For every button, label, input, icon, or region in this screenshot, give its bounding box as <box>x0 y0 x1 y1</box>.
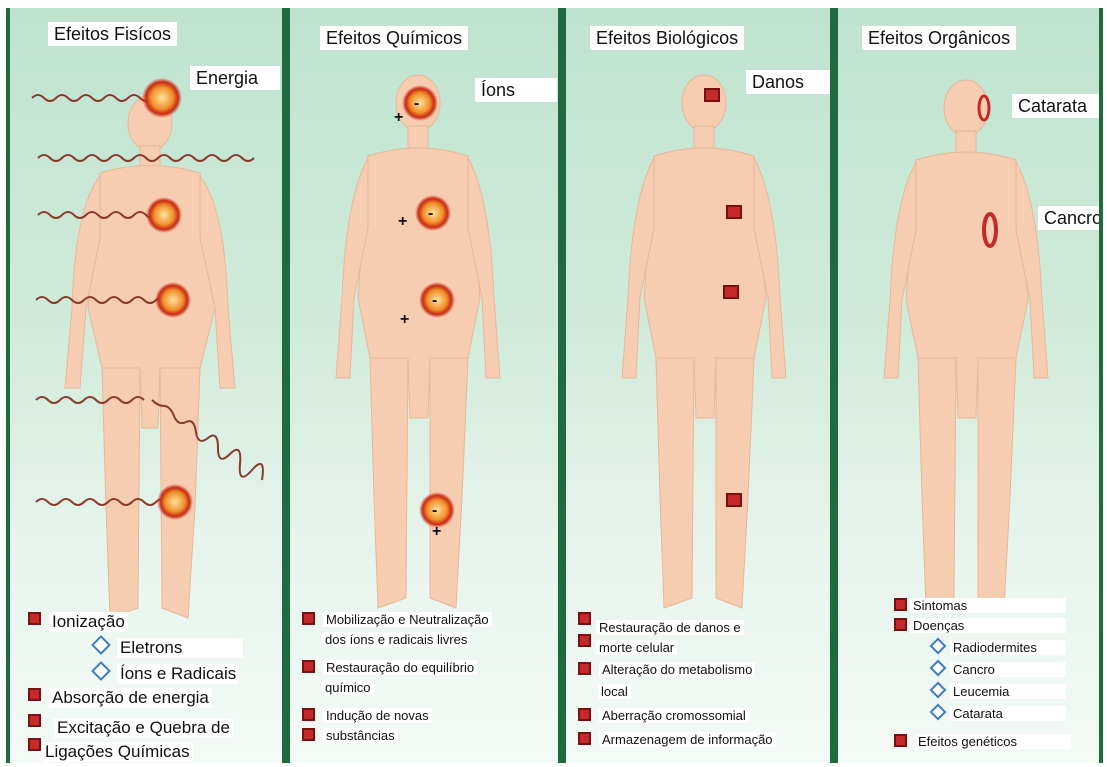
list-item: Armazenagem de informação <box>578 732 776 747</box>
square-bullet-icon <box>894 618 907 631</box>
square-bullet-icon <box>28 612 41 625</box>
square-bullet-icon <box>578 612 591 625</box>
square-bullet-icon <box>28 688 41 701</box>
list-item: Efeitos genéticos <box>894 734 1071 749</box>
diamond-bullet-icon <box>930 704 947 721</box>
panel-title: Efeitos Fisícos <box>48 22 177 46</box>
list-item <box>28 714 49 727</box>
list-item-text: local <box>598 684 631 699</box>
list-item-text: Ligações Químicas <box>42 742 193 762</box>
svg-text:+: + <box>398 213 407 230</box>
panel-biological-effects: Efeitos Biológicos Danos Restauração de … <box>562 8 834 763</box>
list-item: Catarata <box>932 706 1066 721</box>
svg-text:-: - <box>414 95 419 112</box>
list-item: substâncias <box>302 728 398 743</box>
svg-text:+: + <box>432 523 441 540</box>
svg-text:-: - <box>432 292 437 309</box>
square-bullet-icon <box>302 708 315 721</box>
tumor-marker-icon <box>984 214 996 246</box>
panel-title: Efeitos Biológicos <box>590 26 744 50</box>
cataract-label: Catarata <box>1012 94 1102 118</box>
svg-text:+: + <box>394 109 403 126</box>
list-item: Eletrons <box>94 638 243 658</box>
diamond-bullet-icon <box>91 661 111 681</box>
list-item: Ionização <box>28 612 128 632</box>
square-bullet-icon <box>578 634 591 647</box>
square-bullet-icon <box>302 612 315 625</box>
square-bullet-icon <box>28 714 41 727</box>
square-bullet-icon <box>28 738 41 751</box>
list-item: Absorção de energia <box>28 688 212 708</box>
list-item: Doenças <box>894 618 1066 633</box>
cancer-label: Cancro <box>1038 206 1103 230</box>
square-bullet-icon <box>302 728 315 741</box>
diamond-bullet-icon <box>91 635 111 655</box>
list-item: Leucemia <box>932 684 1066 699</box>
list-item: Alteração do metabolismo <box>578 662 755 677</box>
panel-organic-effects: Efeitos Orgânicos Catarata Cancro Sintom… <box>834 8 1103 763</box>
square-bullet-icon <box>302 660 315 673</box>
list-item: Cancro <box>932 662 1066 677</box>
list-item: Radiodermites <box>932 640 1066 655</box>
svg-text:+: + <box>400 311 409 328</box>
square-bullet-icon <box>578 732 591 745</box>
list-item: Mobilização e Neutralização <box>302 612 492 627</box>
list-item-text: dos íons e radicais livres <box>322 632 470 647</box>
list-item-text: Restauração de danos e <box>596 620 744 635</box>
list-item: Restauração do equilíbrio <box>302 660 477 675</box>
human-figure-chemical: - - - - + + + + <box>290 8 558 763</box>
panel-physical-effects: Efeitos Fisícos Energia Ionização Eletro… <box>6 8 286 763</box>
diamond-bullet-icon <box>930 682 947 699</box>
panel-chemical-effects: - - - - + + + + Efeitos Químicos Íons Mo… <box>286 8 562 763</box>
diamond-bullet-icon <box>930 660 947 677</box>
list-item-text: químico <box>322 680 374 695</box>
energy-label: Energia <box>190 66 280 90</box>
eye-marker-icon <box>979 96 989 120</box>
panel-title: Efeitos Orgânicos <box>862 26 1016 50</box>
panel-title: Efeitos Químicos <box>320 26 468 50</box>
square-bullet-icon <box>578 708 591 721</box>
list-item: Aberração cromossomial <box>578 708 749 723</box>
square-bullet-icon <box>894 734 907 747</box>
svg-text:-: - <box>432 502 437 519</box>
damage-label: Danos <box>746 70 834 94</box>
list-item: Íons e Radicais <box>94 664 239 684</box>
diamond-bullet-icon <box>930 638 947 655</box>
square-bullet-icon <box>894 598 907 611</box>
svg-text:-: - <box>428 205 433 222</box>
ions-label: Íons <box>475 78 557 102</box>
list-item: Indução de novas <box>302 708 432 723</box>
list-item-text: Excitação e Quebra de <box>54 718 233 738</box>
list-item: Sintomas <box>894 598 1066 613</box>
list-item-text: morte celular <box>596 640 677 655</box>
square-bullet-icon <box>578 662 591 675</box>
